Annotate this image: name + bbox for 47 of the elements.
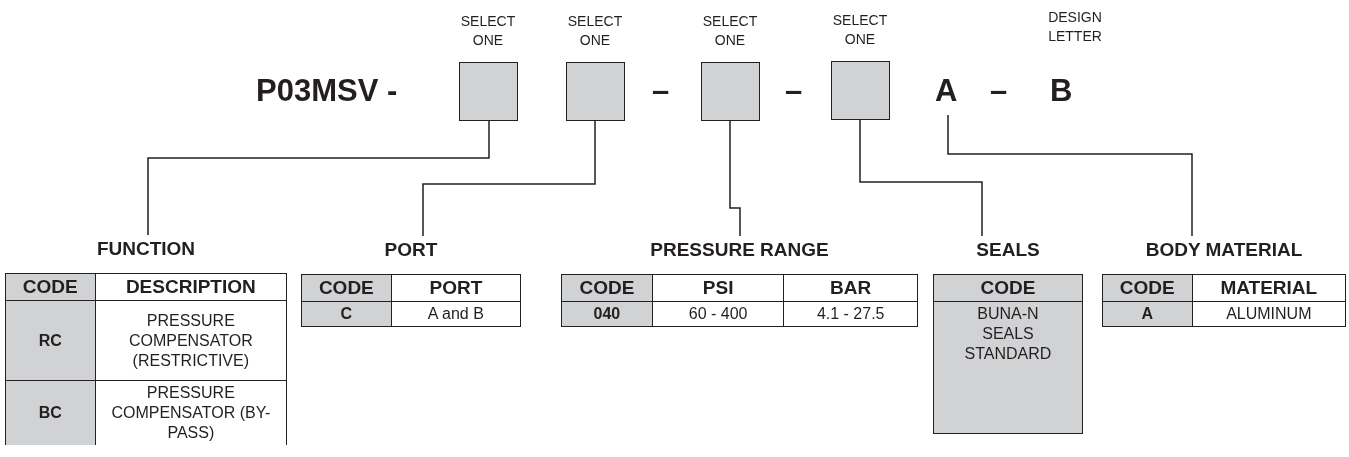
- column-header: MATERIAL: [1192, 274, 1346, 302]
- selection-hint: SELECT ONE: [566, 12, 624, 50]
- separator-dash: –: [990, 73, 1008, 109]
- option-description: ALUMINUM: [1192, 301, 1346, 327]
- leader-line: [422, 120, 596, 237]
- design-letter-note: DESIGN LETTER: [1047, 8, 1103, 46]
- option-description: PRESSURE COMPENSATOR (BY-PASS): [95, 380, 287, 445]
- separator-dash: –: [652, 73, 670, 109]
- option-description: 60 - 400: [652, 301, 784, 327]
- column-header: CODE: [1102, 274, 1193, 302]
- leader-line: [729, 120, 741, 237]
- table-heading: FUNCTION: [95, 237, 197, 261]
- design-letter: A: [935, 73, 958, 109]
- column-header: CODE: [301, 274, 392, 302]
- column-header: PORT: [391, 274, 521, 302]
- option-description: BUNA-N SEALS STANDARD: [933, 301, 1083, 434]
- selection-box: [701, 62, 760, 121]
- option-description: A and B: [391, 301, 521, 327]
- leader-line: [859, 119, 983, 237]
- column-header: PSI: [652, 274, 784, 302]
- model-code-prefix: P03MSV -: [256, 73, 398, 109]
- column-header: CODE: [933, 274, 1083, 302]
- selection-box: [459, 62, 518, 121]
- option-description: 4.1 - 27.5: [783, 301, 918, 327]
- column-header: CODE: [5, 273, 96, 301]
- option-description: PRESSURE COMPENSATOR (RESTRICTIVE): [95, 300, 287, 381]
- design-letter: B: [1050, 73, 1073, 109]
- selection-hint: SELECT ONE: [459, 12, 517, 50]
- selection-hint: SELECT ONE: [701, 12, 759, 50]
- column-header: CODE: [561, 274, 653, 302]
- table-heading: PORT: [383, 238, 439, 262]
- separator-dash: –: [785, 73, 803, 109]
- leader-line: [147, 120, 490, 236]
- code-value: RC: [5, 300, 96, 381]
- table-heading: BODY MATERIAL: [1144, 238, 1304, 262]
- code-value: BC: [5, 380, 96, 445]
- selection-box: [831, 61, 890, 120]
- selection-hint: SELECT ONE: [831, 11, 889, 49]
- table-heading: SEALS: [975, 238, 1041, 262]
- code-value: A: [1102, 301, 1193, 327]
- code-value: 040: [561, 301, 653, 327]
- leader-line: [947, 114, 1193, 237]
- column-header: BAR: [783, 274, 918, 302]
- code-value: C: [301, 301, 392, 327]
- selection-box: [566, 62, 625, 121]
- column-header: DESCRIPTION: [95, 273, 287, 301]
- table-heading: PRESSURE RANGE: [649, 238, 830, 262]
